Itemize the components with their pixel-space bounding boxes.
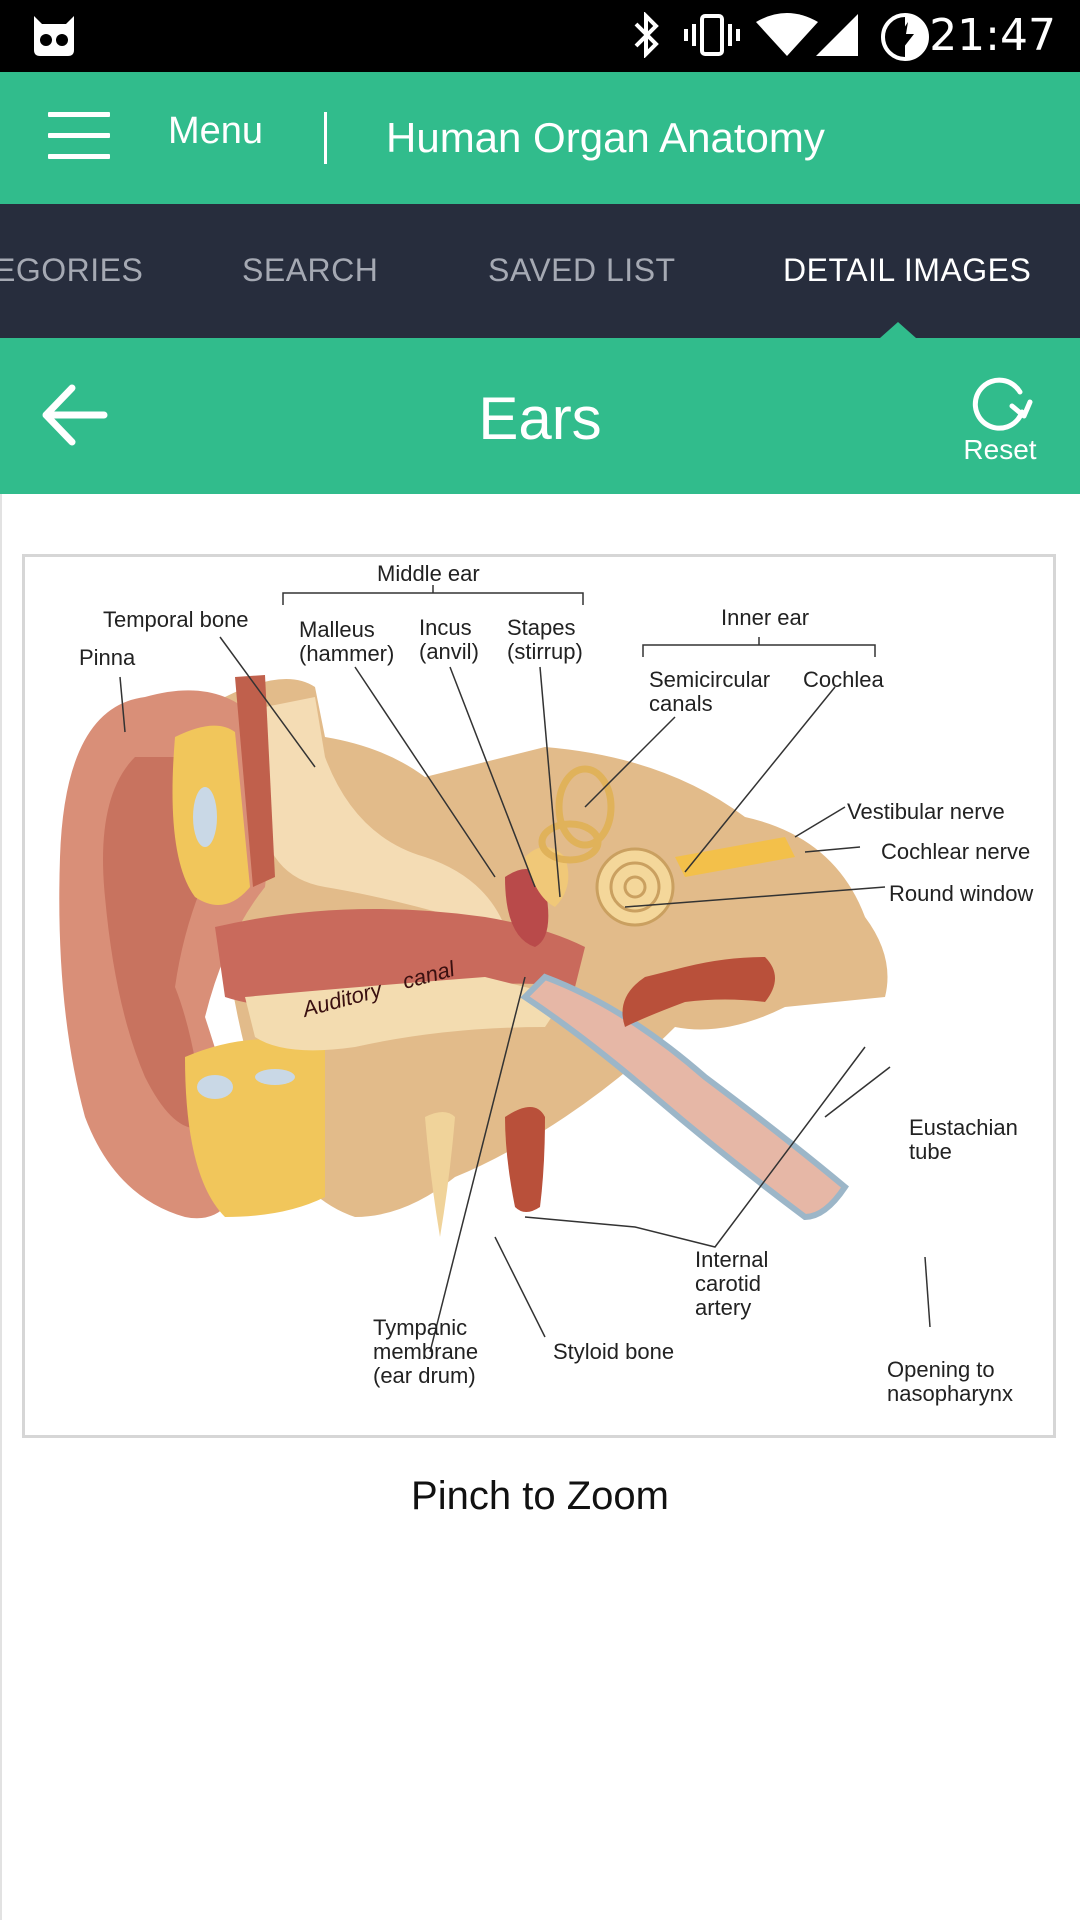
tab-saved-list[interactable]: SAVED LIST [488, 252, 676, 288]
label-artery: artery [695, 1295, 751, 1320]
ear-anatomy-image[interactable]: Middle ear Temporal bone Pinna Malleus (… [22, 554, 1056, 1438]
leader-lines [119, 585, 931, 1353]
tab-bar: EGORIES SEARCH SAVED LIST DETAIL IMAGES [0, 204, 1080, 338]
status-bar: 21:47 [0, 0, 1080, 72]
label-cochlea: Cochlea [803, 667, 884, 692]
bone-inner-shape [260, 697, 505, 927]
label-inner-ear: Inner ear [721, 605, 809, 630]
menu-button[interactable]: Menu [168, 110, 264, 152]
bluetooth-icon [634, 12, 659, 58]
label-pinna: Pinna [79, 645, 136, 670]
cochlea-shape [595, 847, 675, 927]
hamburger-menu-icon[interactable] [48, 112, 110, 162]
reset-label: Reset [963, 434, 1037, 465]
label-middle-ear: Middle ear [377, 561, 480, 586]
carotid-artery-lower [505, 1107, 545, 1212]
label-vestibular-nerve: Vestibular nerve [847, 799, 1005, 824]
tab-detail-images[interactable]: DETAIL IMAGES [783, 252, 1032, 288]
tab-search[interactable]: SEARCH [242, 252, 379, 288]
vibrate-icon [684, 14, 740, 56]
label-stapes-alt: (stirrup) [507, 639, 583, 664]
signal-icon [816, 14, 858, 56]
label-semicircular-alt: canals [649, 691, 713, 716]
muscle-strip [235, 675, 275, 887]
ear-anatomy-diagram[interactable]: Middle ear Temporal bone Pinna Malleus (… [25, 557, 1053, 1435]
label-internal: Internal [695, 1247, 768, 1272]
label-incus: Incus [419, 615, 472, 640]
label-nasopharynx: nasopharynx [887, 1381, 1013, 1406]
wifi-icon [756, 13, 818, 56]
nerve-shape [675, 837, 795, 877]
tab-categories[interactable]: EGORIES [0, 252, 144, 288]
label-tympanic: Tympanic [373, 1315, 467, 1340]
eustachian-tube-shape [520, 973, 849, 1221]
label-cochlear-nerve: Cochlear nerve [881, 839, 1030, 864]
label-temporal-bone: Temporal bone [103, 607, 249, 632]
divider [324, 112, 327, 164]
cat-face-icon [34, 16, 74, 56]
label-malleus: Malleus [299, 617, 375, 642]
reset-icon [972, 377, 1033, 431]
label-round-window: Round window [889, 881, 1033, 906]
label-carotid: carotid [695, 1271, 761, 1296]
semicircular-canals-shape [555, 765, 615, 849]
label-membrane: membrane [373, 1339, 478, 1364]
label-semicircular: Semicircular [649, 667, 770, 692]
page-title: Ears [478, 385, 602, 452]
label-styloid-bone: Styloid bone [553, 1339, 674, 1364]
auditory-canal-floor [245, 977, 565, 1051]
clock: 21:47 [929, 10, 1056, 61]
carotid-artery-shape [622, 957, 775, 1027]
label-eustachian-alt: tube [909, 1139, 952, 1164]
styloid-shape [425, 1112, 455, 1237]
app-title: Human Organ Anatomy [386, 114, 825, 161]
label-ear-drum: (ear drum) [373, 1363, 476, 1388]
battery-charging-icon [881, 13, 929, 61]
label-stapes: Stapes [507, 615, 576, 640]
label-eustachian: Eustachian [909, 1115, 1018, 1140]
content-edge [0, 494, 2, 1920]
pinch-to-zoom-caption: Pinch to Zoom [411, 1474, 669, 1518]
label-incus-alt: (anvil) [419, 639, 479, 664]
reset-button[interactable]: Reset [950, 372, 1050, 482]
label-opening-to: Opening to [887, 1357, 995, 1382]
app-bar: Menu Human Organ Anatomy [0, 72, 1080, 204]
label-malleus-alt: (hammer) [299, 641, 394, 666]
sub-header: Ears Reset [0, 338, 1080, 494]
back-arrow-icon[interactable] [40, 380, 110, 450]
active-tab-indicator [880, 322, 916, 338]
